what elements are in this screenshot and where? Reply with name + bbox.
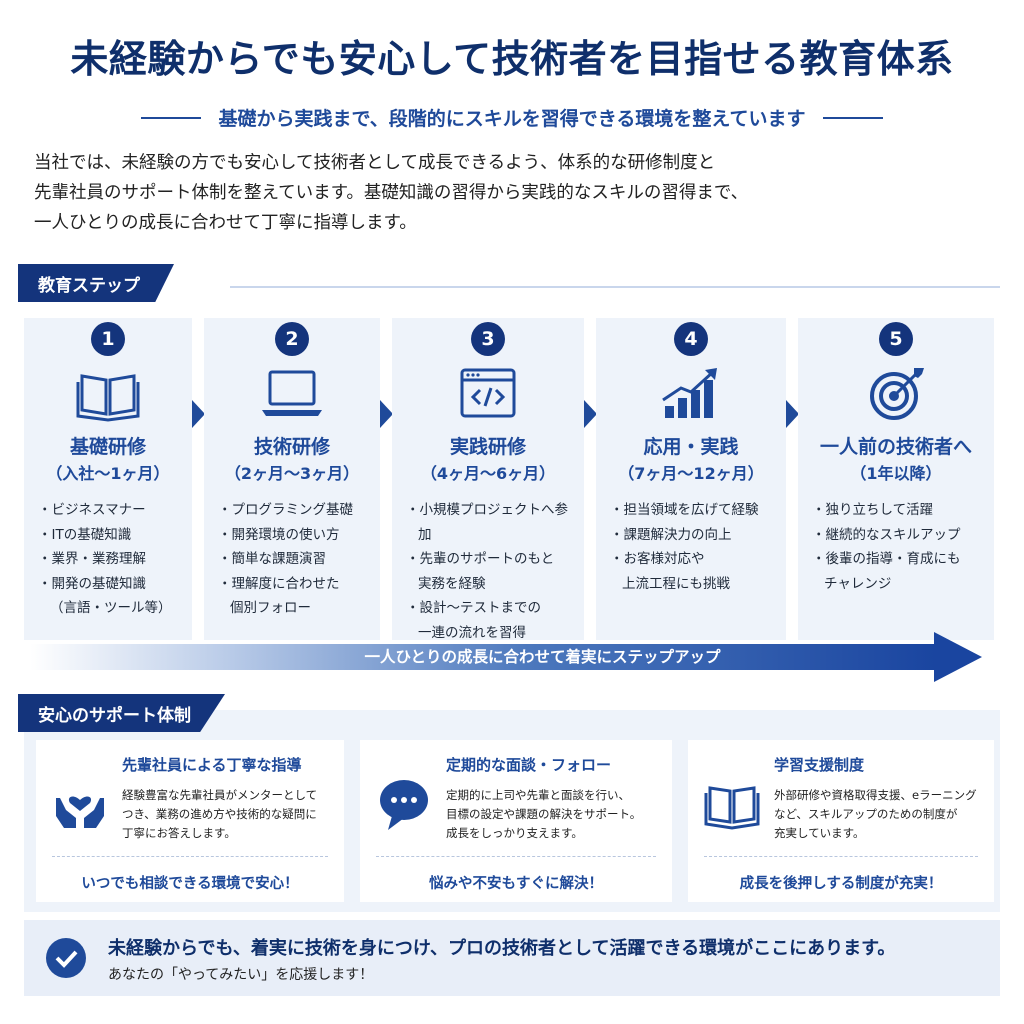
card-text: 定期的に上司や先輩と面談を行い、 目標の設定や課題の解決をサポート。 成長をしっ… — [446, 788, 642, 840]
support-section-title: 安心のサポート体制 — [18, 694, 225, 732]
step-period: （入社〜1ヶ月） — [46, 464, 170, 483]
step-items: ・小規模プロジェクトへ参加 ・先輩のサポートのもと 実務を経験 ・設計〜テストま… — [404, 498, 578, 645]
intro-line: 一人ひとりの成長に合わせて丁寧に指導します。 — [34, 213, 417, 233]
intro-line: 当社では、未経験の方でも安心して技術者として成長できるよう、体系的な研修制度と — [34, 153, 716, 173]
step-items: ・ビジネスマナー ・ITの基礎知識 ・業界・業務理解 ・開発の基礎知識 （言語・… — [36, 498, 186, 621]
chevron-right-icon — [786, 400, 799, 428]
list-item: ・ビジネスマナー — [38, 502, 146, 518]
subtitle-rule-left — [140, 116, 201, 119]
chevron-right-icon — [584, 400, 597, 428]
card-title: 定期的な面談・フォロー — [446, 756, 612, 774]
step-card-3: 3 実践研修 （4ヶ月〜6ヶ月） ・小規模プロジェクトへ参加 ・先輩のサポートの… — [392, 318, 584, 641]
arrow-right-icon — [934, 632, 982, 682]
step-items: ・独り立ちして活躍 ・継続的なスキルアップ ・後輩の指導・育成にも チャレンジ — [810, 498, 988, 596]
chevron-right-icon — [192, 400, 205, 428]
step-number: 1 — [91, 322, 125, 356]
subtitle-rule-right — [823, 116, 884, 119]
education-steps: 1 基礎研修 （入社〜1ヶ月） ・ビジネスマナー ・ITの基礎知識 ・業界・業務… — [24, 318, 994, 641]
support-card-learning: 学習支援制度 外部研修や資格取得支援、eラーニング など、スキルアップのための制… — [688, 740, 994, 902]
progress-arrow: 一人ひとりの成長に合わせて着実にステップアップ — [30, 632, 982, 682]
card-footer: 成長を後押しする制度が充実！ — [739, 876, 943, 892]
step-period: （4ヶ月〜6ヶ月） — [420, 464, 556, 483]
step-number: 5 — [879, 322, 913, 356]
step-number: 2 — [275, 322, 309, 356]
section-divider — [230, 286, 1000, 288]
card-title: 先輩社員による丁寧な指導 — [122, 756, 302, 774]
code-window-icon — [460, 368, 516, 418]
list-item: ・先輩のサポートのもと 実務を経験 — [406, 551, 555, 592]
target-icon — [870, 368, 924, 420]
step-title: 基礎研修 — [69, 436, 146, 458]
step-period: （2ヶ月〜3ヶ月） — [224, 464, 360, 483]
support-section-header: 安心のサポート体制 — [18, 694, 225, 732]
list-item: ・継続的なスキルアップ — [812, 526, 961, 543]
step-title: 応用・実践 — [643, 436, 739, 458]
list-item: ・プログラミング基礎 — [218, 502, 353, 518]
card-divider — [52, 856, 328, 857]
list-item: ・ITの基礎知識 — [38, 526, 132, 543]
list-item: ・設計〜テストまでの 一連の流れを習得 — [406, 600, 541, 641]
support-card-mentor: 先輩社員による丁寧な指導 経験豊富な先輩社員がメンターとして つき、業務の進め方… — [36, 740, 344, 902]
step-items: ・担当領域を広げて経験 ・課題解決力の向上 ・お客様対応や 上流工程にも挑戦 — [608, 498, 780, 596]
step-title: 一人前の技術者へ — [819, 436, 972, 458]
support-card-interview: 定期的な面談・フォロー 定期的に上司や先輩と面談を行い、 目標の設定や課題の解決… — [360, 740, 672, 902]
step-number: 3 — [471, 322, 505, 356]
closing-submessage: あなたの「やってみたい」を応援します！ — [108, 967, 374, 983]
list-item: ・理解度に合わせた 個別フォロー — [218, 575, 340, 617]
check-circle-icon — [46, 938, 86, 978]
step-items: ・プログラミング基礎 ・開発環境の使い方 ・簡単な課題演習 ・理解度に合わせた … — [216, 498, 374, 621]
card-text: 経験豊富な先輩社員がメンターとして つき、業務の進め方や技術的な疑問に 丁寧にお… — [122, 788, 318, 840]
heart-hands-icon — [56, 796, 104, 828]
page-title: 未経験からでも安心して技術者を目指せる教育体系 — [70, 37, 954, 81]
step-title: 実践研修 — [449, 436, 526, 458]
intro-line: 先輩社員のサポート体制を整えています。基礎知識の習得から実践的なスキルの習得まで… — [34, 183, 749, 203]
list-item: ・簡単な課題演習 — [218, 551, 326, 567]
card-footer: いつでも相談できる環境で安心！ — [81, 876, 299, 892]
list-item: ・業界・業務理解 — [38, 551, 146, 567]
progress-label: 一人ひとりの成長に合わせて着実にステップアップ — [364, 648, 721, 666]
chat-bubble-icon — [380, 780, 428, 830]
list-item: ・開発環境の使い方 — [218, 526, 340, 543]
list-item: ・課題解決力の向上 — [610, 526, 732, 543]
education-section-header: 教育ステップ — [18, 264, 174, 302]
step-card-2: 2 技術研修 （2ヶ月〜3ヶ月） ・プログラミング基礎 ・開発環境の使い方 ・簡… — [204, 318, 380, 640]
step-card-1: 1 基礎研修 （入社〜1ヶ月） ・ビジネスマナー ・ITの基礎知識 ・業界・業務… — [24, 318, 192, 640]
card-divider — [376, 856, 656, 857]
list-item: ・開発の基礎知識 （言語・ツール等） — [38, 575, 172, 617]
closing-message: 未経験からでも、着実に技術を身につけ、プロの技術者として活躍できる環境がここにあ… — [108, 938, 896, 959]
chevron-right-icon — [380, 400, 393, 428]
education-section-title: 教育ステップ — [18, 264, 174, 302]
card-title: 学習支援制度 — [774, 756, 865, 774]
book-icon — [704, 786, 760, 830]
step-title: 技術研修 — [253, 436, 330, 458]
list-item: ・担当領域を広げて経験 — [610, 502, 759, 518]
step-card-4: 4 応用・実践 （7ヶ月〜12ヶ月） ・担当領域を広げて経験 ・課題解決力の向上… — [596, 318, 786, 640]
growth-chart-icon — [662, 368, 717, 418]
card-text: 外部研修や資格取得支援、eラーニング など、スキルアップのための制度が 充実して… — [774, 788, 977, 840]
step-card-5: 5 一人前の技術者へ （1年以降） ・独り立ちして活躍 ・継続的なスキルアップ … — [798, 318, 994, 640]
list-item: ・後輩の指導・育成にも チャレンジ — [812, 551, 961, 592]
card-divider — [704, 856, 978, 857]
step-period: （1年以降） — [850, 464, 942, 483]
progress-arrow-bar — [30, 644, 935, 670]
list-item: ・小規模プロジェクトへ参加 — [406, 502, 568, 543]
closing-banner: 未経験からでも、着実に技術を身につけ、プロの技術者として活躍できる環境がここにあ… — [24, 920, 1000, 996]
book-icon — [76, 374, 140, 422]
list-item: ・独り立ちして活躍 — [812, 502, 934, 518]
card-footer: 悩みや不安もすぐに解決！ — [429, 876, 603, 892]
step-number: 4 — [674, 322, 708, 356]
intro-text: 当社では、未経験の方でも安心して技術者として成長できるよう、体系的な研修制度と … — [34, 148, 834, 238]
page-subtitle: 基礎から実践まで、段階的にスキルを習得できる環境を整えています — [218, 108, 806, 130]
step-period: （7ヶ月〜12ヶ月） — [618, 464, 764, 483]
list-item: ・お客様対応や 上流工程にも挑戦 — [610, 551, 730, 592]
laptop-icon — [262, 370, 322, 416]
subtitle-row: 基礎から実践まで、段階的にスキルを習得できる環境を整えています — [0, 104, 1024, 131]
